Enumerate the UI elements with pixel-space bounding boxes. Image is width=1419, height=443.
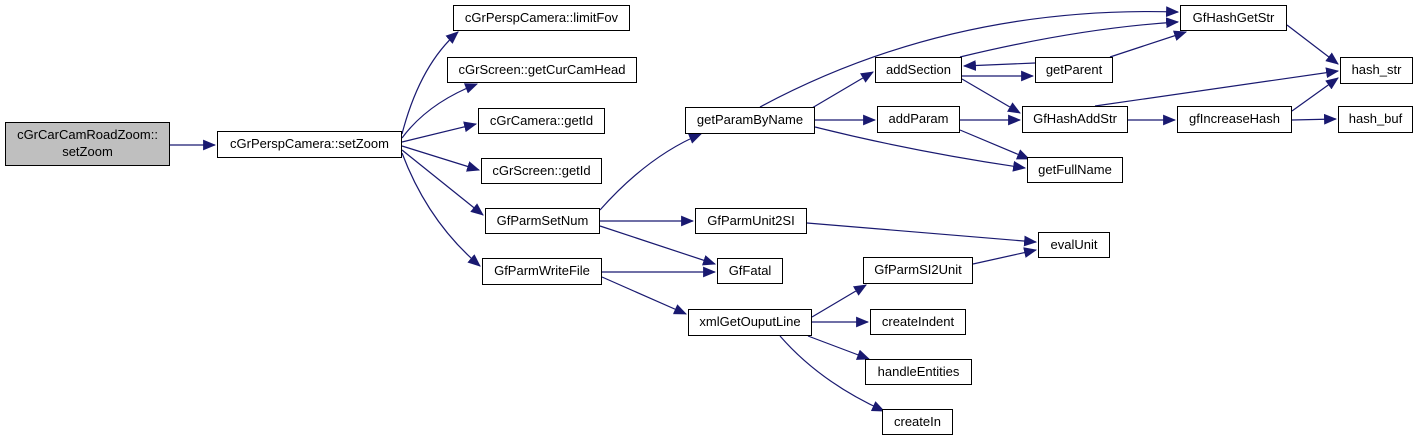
- edge-setzoom-to-gfparmsetnum: [401, 149, 484, 216]
- node-label: addSection: [885, 61, 952, 77]
- node-cgrscreengetid[interactable]: cGrScreen::getId: [481, 158, 602, 184]
- node-label: GfParmUnit2SI: [707, 212, 795, 228]
- node-label: cGrScreen::getId: [492, 162, 591, 178]
- edge-gfincreasehash-to-hash-buf: [1291, 113, 1338, 125]
- edge-getparambyname-to-getfullname: [814, 126, 1027, 172]
- edge-setzoom-to-cgrscreengetid: [401, 145, 481, 172]
- node-label: getParamByName: [696, 112, 804, 128]
- node-getparambyname[interactable]: getParamByName: [685, 107, 815, 134]
- node-hash-str[interactable]: hash_str: [1340, 57, 1413, 84]
- edge-getparent-to-addsection: [962, 60, 1036, 71]
- node-label: GfParmSI2Unit: [874, 262, 962, 278]
- node-label: hash_buf: [1348, 111, 1403, 127]
- node-getcurcamhead[interactable]: cGrScreen::getCurCamHead: [447, 57, 637, 83]
- node-getparent[interactable]: getParent: [1035, 57, 1113, 83]
- node-label: addParam: [888, 111, 949, 127]
- node-setzoom[interactable]: cGrPerspCamera::setZoom: [217, 131, 402, 158]
- node-xmlgetouputline[interactable]: xmlGetOuputLine: [688, 309, 812, 336]
- node-gfparmsetnum[interactable]: GfParmSetNum: [485, 208, 600, 234]
- edge-xmlgetouputline-to-createin: [779, 335, 885, 412]
- edge-xmlgetouputline-to-handleentities: [807, 335, 871, 360]
- edge-gfparmunit2si-to-evalunit: [806, 222, 1038, 247]
- node-handleentities[interactable]: handleEntities: [865, 359, 972, 385]
- node-label: gfIncreaseHash: [1188, 111, 1281, 127]
- node-hash-buf[interactable]: hash_buf: [1338, 106, 1413, 133]
- node-gfhashgetstr[interactable]: GfHashGetStr: [1180, 5, 1287, 31]
- node-label: hash_str: [1351, 62, 1402, 78]
- node-label: GfHashGetStr: [1192, 9, 1275, 25]
- edge-setzoom-to-cgrcameragetid: [401, 121, 478, 143]
- node-root[interactable]: cGrCarCamRoadZoom::setZoom: [5, 122, 170, 166]
- edge-gfparmsi2unit-to-evalunit: [972, 247, 1038, 265]
- node-gfhashaddstr[interactable]: GfHashAddStr: [1022, 106, 1128, 133]
- node-gfparmunit2si[interactable]: GfParmUnit2SI: [695, 208, 807, 234]
- edge-addsection-to-gfhashgetstr: [959, 17, 1180, 58]
- node-gfincreasehash[interactable]: gfIncreaseHash: [1177, 106, 1292, 133]
- node-label: createIn: [894, 413, 941, 429]
- node-addparam[interactable]: addParam: [877, 106, 960, 133]
- node-gffatal[interactable]: GfFatal: [717, 258, 783, 284]
- node-limitfov[interactable]: cGrPerspCamera::limitFov: [453, 5, 630, 31]
- node-gfparmsi2unit[interactable]: GfParmSI2Unit: [863, 257, 973, 284]
- edge-getparambyname-to-gfhashgetstr: [759, 6, 1180, 108]
- edge-addsection-to-gfhashaddstr: [961, 78, 1021, 114]
- node-gfparmwritefile[interactable]: GfParmWriteFile: [482, 258, 602, 285]
- node-label: GfFatal: [728, 262, 772, 278]
- edge-gfparmsetnum-to-gffatal: [599, 225, 717, 266]
- edge-getparambyname-to-addsection: [811, 71, 874, 109]
- node-label: cGrPerspCamera::limitFov: [464, 9, 619, 25]
- node-label: cGrScreen::getCurCamHead: [458, 61, 626, 77]
- node-label: GfHashAddStr: [1033, 111, 1117, 127]
- edge-setzoom-to-getcurcamhead: [401, 83, 479, 139]
- node-addsection[interactable]: addSection: [875, 57, 962, 83]
- edge-setzoom-to-limitfov: [401, 31, 459, 135]
- edge-gfincreasehash-to-hash-str: [1291, 77, 1339, 112]
- node-label: getParent: [1045, 61, 1103, 77]
- node-cgrcameragetid[interactable]: cGrCamera::getId: [478, 108, 605, 134]
- node-label: GfParmSetNum: [496, 212, 589, 228]
- edge-gfparmwritefile-to-xmlgetouputline: [601, 276, 687, 315]
- node-label: createIndent: [881, 313, 955, 329]
- edge-gfhashgetstr-to-hash-str: [1286, 24, 1339, 65]
- edge-setzoom-to-gfparmwritefile: [401, 152, 481, 267]
- node-label: GfParmWriteFile: [494, 263, 590, 279]
- node-getfullname[interactable]: getFullName: [1027, 157, 1123, 183]
- node-evalunit[interactable]: evalUnit: [1038, 232, 1110, 258]
- node-label: getFullName: [1038, 161, 1112, 177]
- edge-gfhashaddstr-to-hash-str: [1094, 67, 1340, 107]
- edge-gfparmsetnum-to-getparambyname: [599, 133, 703, 211]
- edge-xmlgetouputline-to-gfparmsi2unit: [811, 284, 867, 318]
- node-label: xmlGetOuputLine: [699, 314, 801, 330]
- node-label: cGrCamera::getId: [489, 112, 594, 128]
- node-createindent[interactable]: createIndent: [870, 309, 966, 335]
- node-label: evalUnit: [1050, 236, 1098, 252]
- edge-getparent-to-gfhashgetstr: [1109, 30, 1188, 58]
- node-label: handleEntities: [877, 363, 960, 379]
- node-createin[interactable]: createIn: [882, 409, 953, 435]
- node-label: cGrPerspCamera::setZoom: [230, 136, 389, 152]
- node-label: cGrCarCamRoadZoom::setZoom: [17, 127, 158, 159]
- edge-addparam-to-getfullname: [959, 129, 1030, 160]
